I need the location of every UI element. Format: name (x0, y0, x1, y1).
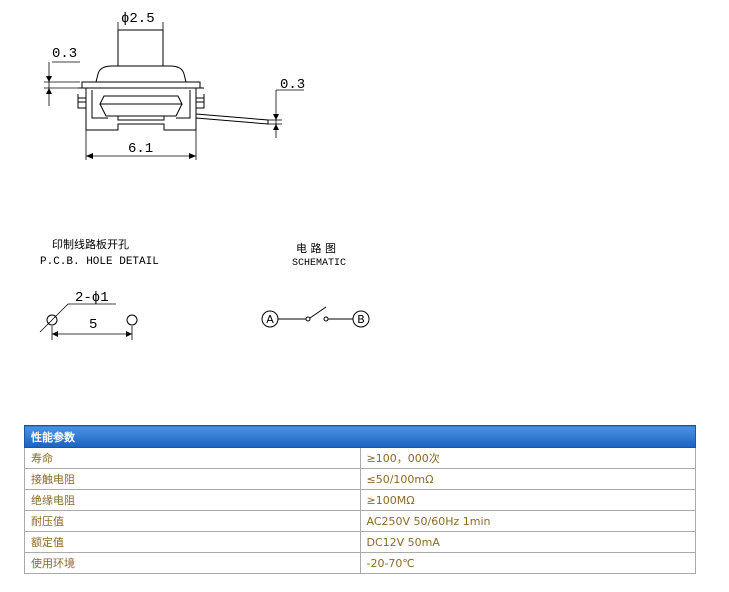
dim-button-diameter: ϕ2.5 (117, 11, 164, 30)
schematic-title-cn: 电 路 图 (296, 242, 336, 255)
terminal-a-label: A (266, 313, 274, 326)
spec-table-title: 性能参数 (24, 425, 696, 448)
technical-drawing: ϕ2.5 0.3 0.3 6.1 印制线路板开孔 P.C.B. HOLE DET… (39, 11, 370, 340)
spec-label: 寿命 (24, 447, 361, 469)
switch-side-view (77, 29, 269, 131)
inner-contact (99, 95, 183, 105)
spec-label: 耐压值 (24, 510, 361, 532)
table-row: 耐压值 AC250V 50/60Hz 1min (24, 510, 696, 532)
dome-cap (95, 65, 187, 83)
spec-label: 接触电阻 (24, 468, 361, 490)
spec-value: ≥100MΩ (359, 489, 696, 511)
pcb-title-en: P.C.B. HOLE DETAIL (40, 256, 159, 268)
table-row: 寿命 ≥100，000次 (24, 447, 696, 469)
spec-label: 使用环境 (24, 552, 361, 574)
dim-top-thickness: 0.3 (44, 46, 80, 106)
dim-button-diameter-label: ϕ2.5 (121, 11, 155, 27)
table-row: 使用环境 -20-70℃ (24, 552, 696, 574)
pcb-hole-left (46, 314, 58, 326)
spec-table-header: 性能参数 (24, 425, 696, 448)
spec-label: 额定值 (24, 531, 361, 553)
table-row: 接触电阻 ≤50/100mΩ (24, 468, 696, 490)
switch-blade (309, 306, 327, 319)
pcb-pitch-label: 5 (89, 317, 97, 333)
pcb-hole-right (126, 314, 138, 326)
spec-value: ≥100，000次 (359, 447, 696, 469)
terminal-b-circle (352, 310, 370, 328)
table-row: 绝缘电阻 ≥100MΩ (24, 489, 696, 511)
pcb-title-cn: 印制线路板开孔 (52, 237, 129, 251)
dim-terminal-thickness: 0.3 (268, 77, 305, 138)
dim-body-width-label: 6.1 (128, 141, 153, 157)
top-plate (81, 81, 201, 89)
schematic: 电 路 图 SCHEMATIC A B (261, 242, 370, 328)
spec-value: AC250V 50/60Hz 1min (359, 510, 696, 532)
spec-value: -20-70℃ (359, 552, 696, 574)
dim-body-width: 6.1 (85, 130, 197, 160)
pcb-hole-detail: 印制线路板开孔 P.C.B. HOLE DETAIL 2-ϕ1 5 (39, 237, 159, 340)
spec-value: DC12V 50mA (359, 531, 696, 553)
dim-terminal-thickness-label: 0.3 (280, 77, 305, 93)
terminal-lead (195, 113, 269, 125)
pcb-holes-label: 2-ϕ1 (75, 290, 109, 306)
button-plunger (117, 29, 164, 66)
spec-label: 绝缘电阻 (24, 489, 361, 511)
spec-table: 性能参数 寿命 ≥100，000次 接触电阻 ≤50/100mΩ 绝缘电阻 ≥1… (24, 425, 696, 574)
table-row: 额定值 DC12V 50mA (24, 531, 696, 553)
terminal-b-label: B (357, 313, 365, 326)
housing-body (85, 88, 197, 131)
dim-top-thickness-label: 0.3 (52, 46, 77, 62)
schematic-title-en: SCHEMATIC (292, 258, 346, 269)
spec-value: ≤50/100mΩ (359, 468, 696, 490)
